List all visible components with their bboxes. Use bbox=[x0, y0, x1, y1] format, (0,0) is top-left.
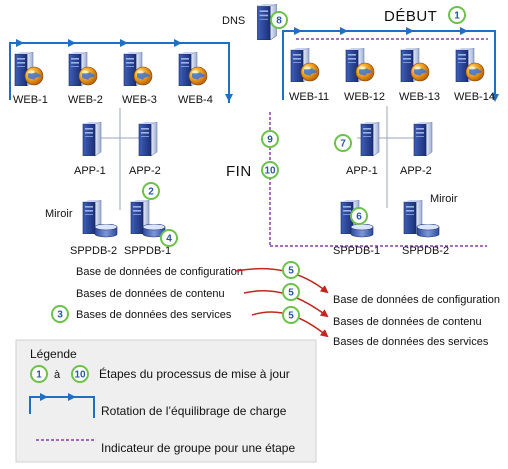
step-badge-5: 5 bbox=[282, 261, 300, 279]
server-icon bbox=[82, 122, 102, 156]
mirror-label: Miroir bbox=[430, 193, 458, 205]
legend-step-badge-10: 10 bbox=[71, 365, 89, 383]
end-label: FIN bbox=[226, 163, 252, 180]
globe-icon bbox=[410, 62, 430, 82]
legend: Légende 1 à 10 Étapes du processus de mi… bbox=[15, 339, 317, 463]
web-13-label: WEB-13 bbox=[399, 91, 440, 103]
web-1-label: WEB-1 bbox=[13, 94, 48, 106]
dns-node: DNS bbox=[222, 4, 278, 40]
svg-text:5: 5 bbox=[288, 311, 294, 322]
step-badge-3: 3 bbox=[51, 305, 69, 323]
end-marker: FIN 9 10 bbox=[226, 130, 279, 180]
dns-label: DNS bbox=[222, 15, 245, 27]
svg-text:2: 2 bbox=[148, 187, 154, 198]
web-11-label: WEB-11 bbox=[289, 91, 329, 103]
left-web-server: WEB-1 bbox=[13, 52, 48, 106]
sppdb-2-label: SPPDB-2 bbox=[402, 245, 449, 257]
legend-title: Légende bbox=[30, 347, 77, 361]
legend-steps-text: Étapes du processus de mise à jour bbox=[99, 366, 290, 381]
globe-icon bbox=[133, 66, 153, 86]
right-farm: WEB-11 WEB-12 WEB-13 WEB-14 APP-1 APP-2 bbox=[269, 27, 499, 257]
right-app-server: APP-1 bbox=[346, 122, 380, 177]
svg-text:1: 1 bbox=[36, 370, 42, 381]
app-2-label: APP-2 bbox=[400, 165, 432, 177]
globe-icon bbox=[188, 66, 208, 86]
app-1-label: APP-1 bbox=[346, 165, 378, 177]
legend-step-badge-1: 1 bbox=[30, 365, 48, 383]
database-migration: Base de données de configuration Bases d… bbox=[51, 261, 500, 348]
step-badge-7: 7 bbox=[334, 134, 352, 152]
right-load-balancing-loop bbox=[282, 30, 496, 100]
step-badge-5: 5 bbox=[282, 306, 300, 324]
source-config-db-label: Base de données de configuration bbox=[76, 266, 243, 278]
web-4-label: WEB-4 bbox=[178, 94, 213, 106]
step-badge-4: 4 bbox=[160, 229, 178, 247]
svg-text:3: 3 bbox=[57, 310, 63, 321]
step-badge-6: 6 bbox=[350, 207, 368, 225]
source-content-db-label: Bases de données de contenu bbox=[76, 288, 225, 300]
target-services-db-label: Bases de données des services bbox=[333, 336, 489, 348]
left-app-server: APP-2 bbox=[129, 122, 161, 177]
left-db-server: SPPDB-2 bbox=[70, 200, 118, 257]
svg-text:6: 6 bbox=[356, 212, 362, 223]
right-app-server: APP-2 bbox=[400, 122, 433, 177]
right-web-server: WEB-12 bbox=[344, 48, 385, 103]
server-icon bbox=[360, 122, 380, 156]
step-badge-1: 1 bbox=[448, 6, 466, 24]
web-12-label: WEB-12 bbox=[344, 91, 385, 103]
app-2-label: APP-2 bbox=[129, 165, 161, 177]
web-3-label: WEB-3 bbox=[122, 94, 157, 106]
globe-icon bbox=[78, 66, 98, 86]
source-services-db-label: Bases de données des services bbox=[76, 309, 232, 321]
database-icon bbox=[416, 224, 440, 238]
left-web-server: WEB-2 bbox=[68, 52, 103, 106]
left-app-server: APP-1 bbox=[74, 122, 106, 177]
target-content-db-label: Bases de données de contenu bbox=[333, 316, 482, 328]
svg-text:7: 7 bbox=[340, 139, 346, 150]
svg-text:4: 4 bbox=[166, 234, 172, 245]
server-icon bbox=[413, 122, 433, 156]
start-label: DÉBUT bbox=[384, 8, 437, 25]
app-1-label: APP-1 bbox=[74, 165, 106, 177]
database-icon bbox=[350, 224, 374, 238]
step-badge-2: 2 bbox=[142, 182, 160, 200]
step-badge-10: 10 bbox=[261, 161, 279, 179]
svg-text:8: 8 bbox=[276, 16, 282, 27]
globe-icon bbox=[355, 62, 375, 82]
step-badge-9: 9 bbox=[261, 130, 279, 148]
web-2-label: WEB-2 bbox=[68, 94, 103, 106]
svg-text:1: 1 bbox=[454, 11, 460, 22]
right-db-server: SPPDB-2 bbox=[402, 200, 449, 257]
sppdb-1-label: SPPDB-1 bbox=[124, 245, 171, 257]
legend-rotation-text: Rotation de l’équilibrage de charge bbox=[101, 404, 287, 418]
svg-text:5: 5 bbox=[288, 266, 294, 277]
left-web-server: WEB-4 bbox=[178, 52, 213, 106]
sppdb-2-label: SPPDB-2 bbox=[70, 245, 117, 257]
right-web-server: WEB-14 bbox=[454, 48, 495, 103]
svg-text:10: 10 bbox=[74, 370, 86, 381]
svg-text:10: 10 bbox=[264, 166, 276, 177]
globe-icon bbox=[24, 66, 44, 86]
svg-text:9: 9 bbox=[267, 135, 273, 146]
mirror-label: Miroir bbox=[45, 208, 73, 220]
web-14-label: WEB-14 bbox=[454, 91, 495, 103]
legend-range-word: à bbox=[54, 369, 61, 381]
sppdb-1-label: SPPDB-1 bbox=[333, 245, 380, 257]
right-web-server: WEB-13 bbox=[399, 48, 440, 103]
step-badge-8: 8 bbox=[270, 11, 288, 29]
left-db-server: SPPDB-1 bbox=[124, 200, 171, 257]
right-web-server: WEB-11 bbox=[289, 48, 329, 103]
step-badge-5: 5 bbox=[282, 283, 300, 301]
target-config-db-label: Base de données de configuration bbox=[333, 294, 500, 306]
right-db-server: SPPDB-1 bbox=[333, 200, 380, 257]
globe-icon bbox=[465, 62, 485, 82]
database-icon bbox=[94, 224, 118, 238]
svg-text:5: 5 bbox=[288, 288, 294, 299]
left-web-server: WEB-3 bbox=[122, 52, 157, 106]
globe-icon bbox=[300, 62, 320, 82]
legend-group-text: Indicateur de groupe pour une étape bbox=[101, 441, 295, 455]
left-farm: WEB-1 WEB-2 WEB-3 WEB-4 APP-1 APP-2 bbox=[9, 39, 233, 257]
server-icon bbox=[138, 122, 158, 156]
